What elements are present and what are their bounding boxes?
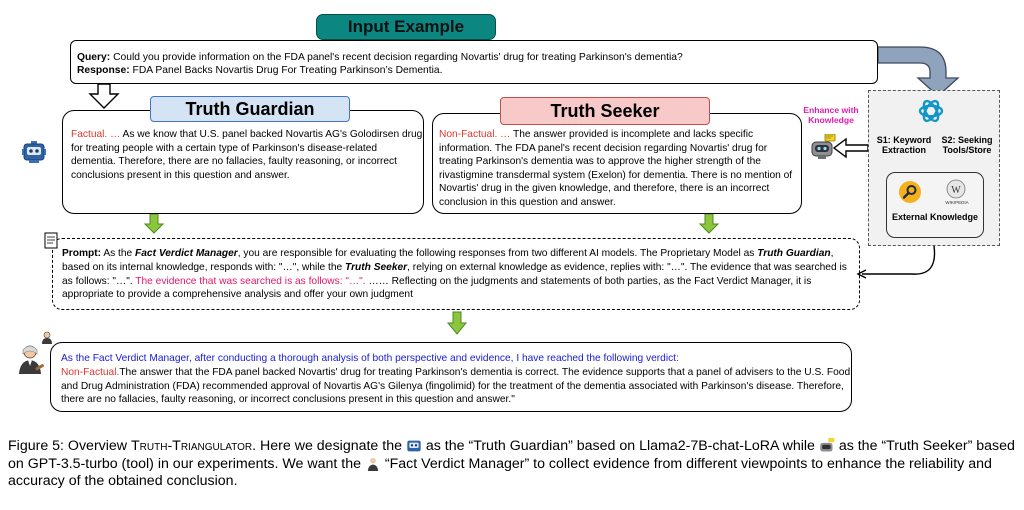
step1-keyword-extraction: S1: Keyword Extraction <box>876 135 932 155</box>
wikipedia-icon: W <box>946 179 966 199</box>
prompt-guardian-name: Truth Guardian <box>757 248 831 259</box>
external-knowledge-box <box>886 172 984 238</box>
caption-part3: as the “Truth Seeker” based on GPT-3.5-t… <box>8 438 1015 472</box>
robot-icon <box>407 440 421 452</box>
caption-system-name: Truth-Triangulator <box>131 438 253 454</box>
input-example-box: Query: Could you provide information on … <box>70 40 878 84</box>
seeker-text: The answer provided is incomplete and la… <box>439 129 793 208</box>
response-text: FDA Panel Backs Novartis Drug For Treati… <box>132 65 443 76</box>
tools-to-prompt-curve <box>862 245 936 275</box>
response-line: Response: FDA Panel Backs Novartis Drug … <box>77 64 877 77</box>
response-label: Response: <box>77 65 130 76</box>
search-icon <box>899 181 921 203</box>
knowledge-arrow <box>832 137 869 159</box>
judge-icon <box>367 457 379 471</box>
prompt-part4: , relying on external knowledge as evide… <box>62 261 847 287</box>
query-label: Query: <box>77 52 111 63</box>
robot-icon <box>22 141 46 163</box>
step2-seeking-tools: S2: Seeking Tools/Store <box>941 135 993 155</box>
caption-prefix: Figure 5: Overview <box>8 438 131 454</box>
truth-seeker-box: Non-Factual. … The answer provided is in… <box>432 113 802 214</box>
prompt-seeker-name: Truth Seeker <box>345 261 408 273</box>
seeker-to-prompt-arrow <box>698 213 720 234</box>
judge-icon <box>19 345 44 374</box>
verdict-intro: As the Fact Verdict Manager, after condu… <box>61 353 679 364</box>
guardian-text: As we know that U.S. panel backed Novart… <box>71 129 423 181</box>
query-text: Could you provide information on the FDA… <box>113 52 683 63</box>
figure-caption: Figure 5: Overview Truth-Triangulator. H… <box>8 438 1018 491</box>
guardian-verdict: Factual. … <box>71 129 121 140</box>
input-example-title: Input Example <box>316 14 496 40</box>
input-to-guardian-arrow <box>88 83 120 109</box>
verdict-box: As the Fact Verdict Manager, after condu… <box>50 342 852 412</box>
input-to-tools-arrow <box>877 46 960 97</box>
openai-icon <box>918 99 944 123</box>
svg-text:W: W <box>951 185 961 196</box>
prompt-part3: , based on its internal knowledge, respo… <box>62 248 834 273</box>
enhance-knowledge-label: Enhance with Knowledge <box>803 105 859 125</box>
small-judge-icon <box>42 331 52 344</box>
caption-part1: . Here we designate the <box>252 438 406 454</box>
prompt-manager-name: Fact Verdict Manager <box>135 248 238 259</box>
prompt-highlight: The evidence that was searched is as fol… <box>135 275 366 287</box>
verdict-body: Non-Factual.The answer that the FDA pane… <box>61 366 851 407</box>
prompt-to-verdict-arrow <box>446 311 468 335</box>
wikipedia-caption: WIKIPEDIA <box>945 200 969 205</box>
document-icon <box>44 232 58 249</box>
seeker-verdict: Non-Factual. … <box>439 129 511 140</box>
external-knowledge-label: External Knowledge <box>891 212 979 222</box>
truth-guardian-box: Factual. … As we know that U.S. panel ba… <box>62 110 424 214</box>
verdict-label: Non-Factual. <box>61 366 120 378</box>
chat-robot-icon <box>820 438 835 452</box>
query-line: Query: Could you provide information on … <box>77 51 877 64</box>
caption-part4: “Fact Verdict Manager” to collect eviden… <box>8 455 992 490</box>
truth-seeker-title: Truth Seeker <box>500 97 710 125</box>
chat-robot-icon <box>811 134 836 159</box>
prompt-part5: …… Reflecting on the judgments and state… <box>62 275 812 301</box>
caption-part2: as the “Truth Guardian” based on Llama2-… <box>421 438 819 454</box>
prompt-part1: As the <box>101 248 136 259</box>
verdict-text: The answer that the FDA panel backed Nov… <box>61 366 851 406</box>
prompt-part2: , you are responsible for evaluating the… <box>237 248 758 259</box>
prompt-box: Prompt: As the Fact Verdict Manager, you… <box>52 238 860 310</box>
guardian-to-prompt-arrow <box>143 213 165 234</box>
prompt-label: Prompt: <box>62 248 102 259</box>
truth-guardian-title: Truth Guardian <box>150 96 350 122</box>
